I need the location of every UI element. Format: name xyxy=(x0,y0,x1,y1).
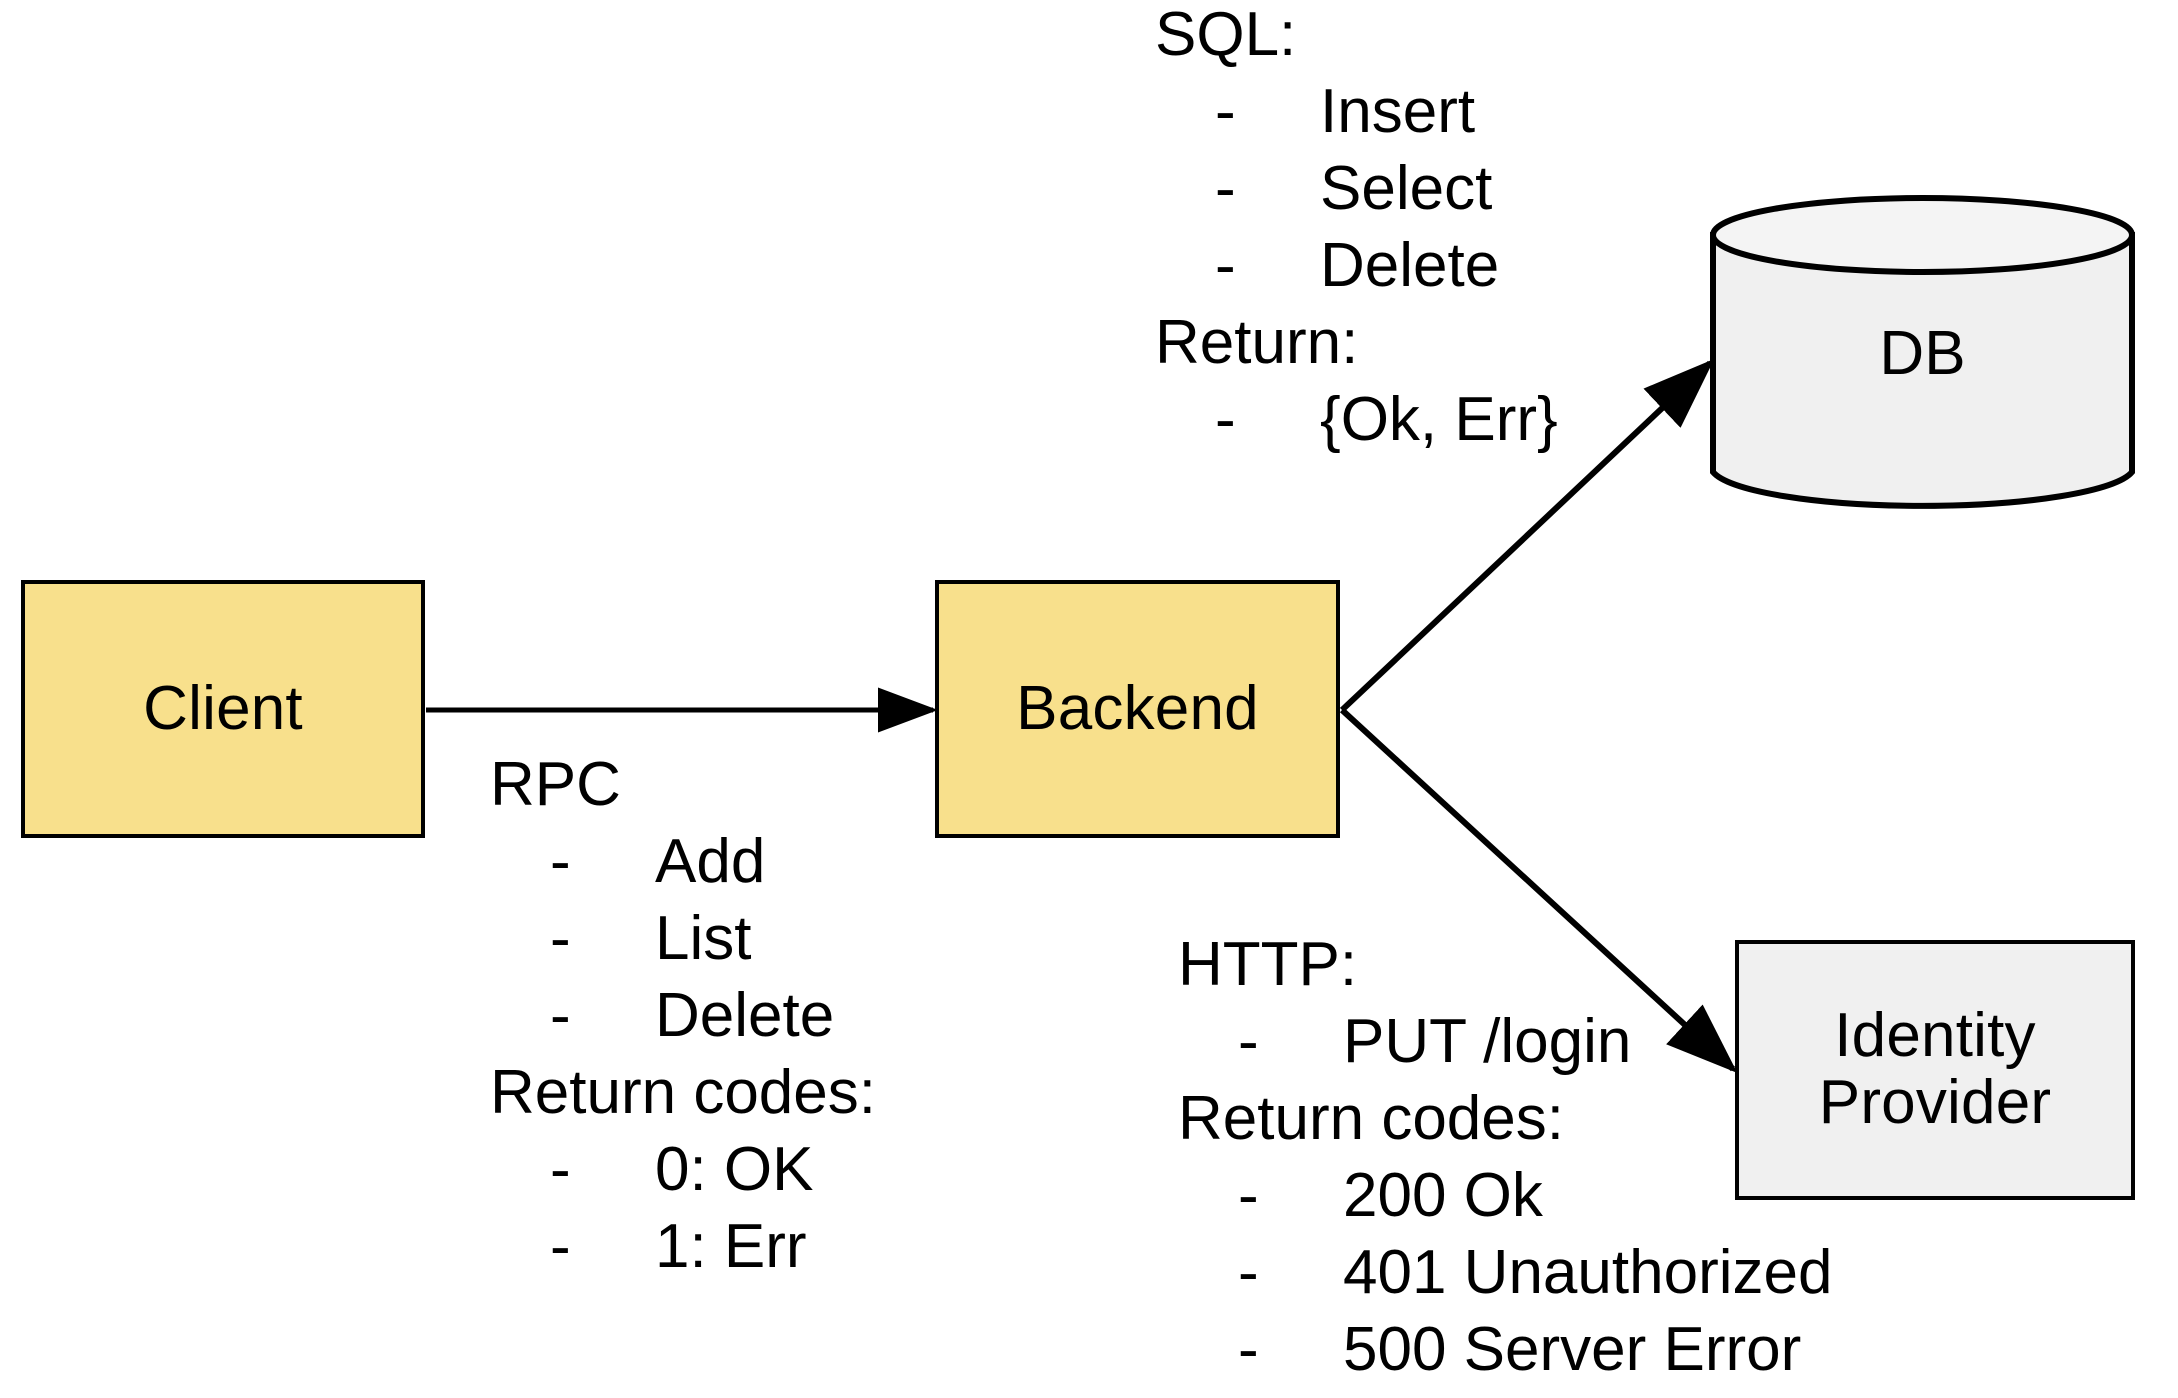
bullet-dash: - xyxy=(550,1212,571,1281)
annotation-rpc-return-item-label: 0: OK xyxy=(655,1135,814,1204)
annotation-sql-item-label: Select xyxy=(1320,154,1493,223)
annotation-sql-item-label: Insert xyxy=(1320,77,1476,146)
bullet-dash: - xyxy=(1238,1315,1259,1384)
annotation-sql-item: - Select xyxy=(1155,150,1558,227)
node-backend-label: Backend xyxy=(1016,673,1259,743)
node-client[interactable]: Client xyxy=(21,580,425,838)
annotation-rpc-heading-1: RPC xyxy=(490,750,621,819)
node-db[interactable]: DB xyxy=(1710,195,2135,512)
annotation-sql-item: - Insert xyxy=(1155,73,1558,150)
annotation-rpc-heading-2: Return codes: xyxy=(490,1058,876,1127)
annotation-sql-heading-1: SQL: xyxy=(1155,0,1297,69)
bullet-dash: - xyxy=(1215,154,1236,223)
bullet-dash: - xyxy=(1215,385,1236,454)
edge-backend-to-identity-provider xyxy=(1339,707,1738,1074)
annotation-rpc-return-item: - 1: Err xyxy=(490,1208,876,1285)
bullet-dash: - xyxy=(1238,1007,1259,1076)
annotation-http-item-label: PUT /login xyxy=(1343,1007,1632,1076)
annotation-http-return-item: - 401 Unauthorized xyxy=(1178,1234,1832,1311)
bullet-dash: - xyxy=(550,827,571,896)
annotation-rpc: RPC - Add - List - Delete Return codes: - 0:… xyxy=(490,746,876,1285)
node-client-label: Client xyxy=(143,673,303,743)
annotation-sql-heading-2: Return: xyxy=(1155,308,1359,377)
annotation-rpc-item: - Add xyxy=(490,823,876,900)
node-db-label: DB xyxy=(1879,319,1966,388)
annotation-http-item: - PUT /login xyxy=(1178,1003,1832,1080)
annotation-sql-return-item-label: {Ok, Err} xyxy=(1320,385,1558,454)
annotation-http: HTTP: -PUT /login Return codes: -200 Ok … xyxy=(1178,926,1832,1388)
bullet-dash: - xyxy=(550,1135,571,1204)
annotation-rpc-item: - List xyxy=(490,900,876,977)
edge-backend-to-db xyxy=(1339,358,1715,713)
node-identity-provider[interactable]: Identity Provider xyxy=(1735,940,2135,1200)
annotation-http-return-item: - 200 Ok xyxy=(1178,1157,1832,1234)
annotation-rpc-return-item: - 0: OK xyxy=(490,1131,876,1208)
database-cylinder-icon xyxy=(1710,195,2135,509)
annotation-http-heading-2: Return codes: xyxy=(1178,1084,1564,1153)
bullet-dash: - xyxy=(1215,231,1236,300)
annotation-sql-item: - Delete xyxy=(1155,227,1558,304)
annotation-rpc-item-label: Add xyxy=(655,827,766,896)
annotation-http-return-item: - 500 Server Error xyxy=(1178,1311,1832,1388)
annotation-rpc-item: - Delete xyxy=(490,977,876,1054)
annotation-http-return-item-label: 200 Ok xyxy=(1343,1161,1543,1230)
annotation-http-return-item-label: 401 Unauthorized xyxy=(1343,1238,1833,1307)
bullet-dash: - xyxy=(550,981,571,1050)
annotation-rpc-item-label: Delete xyxy=(655,981,835,1050)
annotation-http-return-item-label: 500 Server Error xyxy=(1343,1315,1802,1384)
node-identity-provider-label-line1: Identity xyxy=(1834,1001,2036,1071)
annotation-http-heading-1: HTTP: xyxy=(1178,930,1358,999)
annotation-sql-return-item: - {Ok, Err} xyxy=(1155,381,1558,458)
node-identity-provider-label-line2: Provider xyxy=(1818,1068,2052,1137)
node-backend[interactable]: Backend xyxy=(935,580,1340,838)
annotation-rpc-return-item-label: 1: Err xyxy=(655,1212,807,1281)
bullet-dash: - xyxy=(1238,1238,1259,1307)
bullet-dash: - xyxy=(1238,1161,1259,1230)
bullet-dash: - xyxy=(550,904,571,973)
annotation-rpc-item-label: List xyxy=(655,904,752,973)
annotation-sql: SQL: - Insert - Select - Delete Return: - {O… xyxy=(1155,0,1558,458)
annotation-sql-item-label: Delete xyxy=(1320,231,1500,300)
bullet-dash: - xyxy=(1215,77,1236,146)
